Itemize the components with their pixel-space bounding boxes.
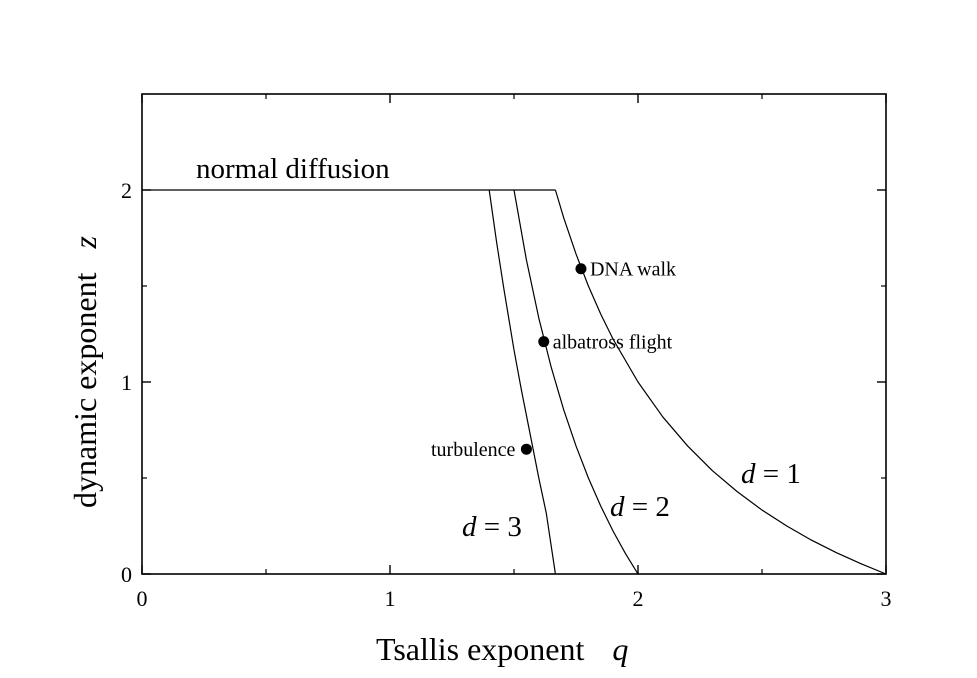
data-point-1 bbox=[538, 336, 550, 348]
plateau-label: normal diffusion bbox=[196, 153, 390, 185]
data-point-label-2: turbulence bbox=[431, 439, 516, 461]
data-point-0 bbox=[575, 263, 587, 275]
x-tick-label-1: 1 bbox=[385, 586, 396, 611]
curves bbox=[142, 189, 887, 575]
data-point-label-0: DNA walk bbox=[590, 259, 676, 281]
x-tick-label-0: 0 bbox=[137, 586, 148, 611]
curve-d2 bbox=[513, 189, 639, 575]
series-label-d1: d = 1 bbox=[741, 458, 801, 490]
axis-tick-labels: 0 1 2 3 0 1 2 bbox=[121, 178, 892, 611]
y-axis-label: dynamic exponentz bbox=[67, 236, 103, 508]
plot-area: 0 1 2 3 0 1 2 DNA walk albatross flight turbulen… bbox=[121, 93, 892, 611]
x-tick-label-2: 2 bbox=[633, 586, 644, 611]
curve-d3 bbox=[488, 189, 557, 575]
y-tick-label-2: 2 bbox=[121, 178, 132, 203]
series-label-d2: d = 2 bbox=[610, 491, 670, 523]
axis-ticks bbox=[141, 94, 887, 575]
x-tick-label-3: 3 bbox=[881, 586, 892, 611]
data-point-label-1: albatross flight bbox=[553, 332, 673, 354]
curve-d1 bbox=[554, 189, 887, 575]
data-points: DNA walk albatross flight turbulence bbox=[431, 259, 676, 461]
y-tick-label-0: 0 bbox=[121, 562, 132, 587]
y-tick-label-1: 1 bbox=[121, 370, 132, 395]
data-point-2 bbox=[520, 443, 532, 455]
series-label-d3: d = 3 bbox=[462, 511, 522, 543]
